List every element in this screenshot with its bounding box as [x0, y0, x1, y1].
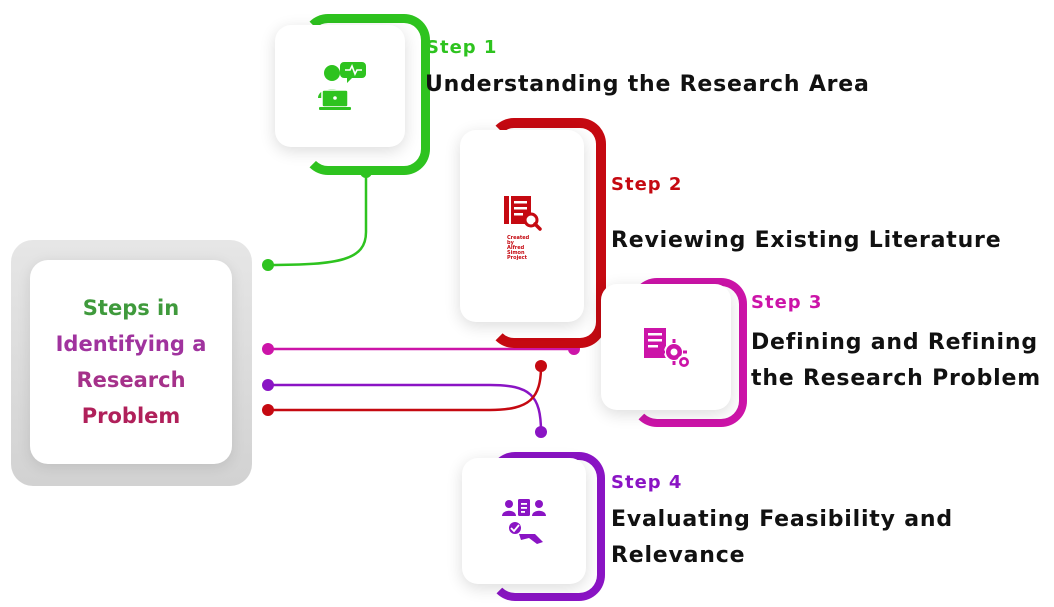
step1-title: Understanding the Research Area — [425, 67, 870, 103]
step3-title-line: Defining and Refining — [751, 330, 1038, 355]
step3-card-frame — [631, 278, 747, 427]
document-search-icon — [504, 195, 542, 231]
connector-step2 — [268, 365, 543, 412]
step3-card — [601, 284, 731, 410]
step1-label: Step 1 — [426, 37, 498, 58]
connector-dot — [262, 259, 274, 271]
connector-dot — [262, 343, 274, 355]
connector-dot — [262, 379, 274, 391]
step3-label: Step 3 — [751, 292, 823, 313]
step1-card — [275, 25, 405, 147]
step4-title-line: Evaluating Feasibility and — [611, 507, 953, 532]
connector-dot — [262, 404, 274, 416]
step3-title-line: the Research Problem — [751, 366, 1041, 391]
icon-credit-line: Alfred — [507, 244, 525, 251]
center-title-line: Identifying a — [55, 332, 207, 356]
icon-credit-line: Created by — [507, 234, 530, 246]
center-title-line: Problem — [81, 404, 181, 428]
center-title-line: Research — [76, 368, 186, 392]
step1-card-frame — [302, 14, 430, 175]
icon-credit-line: Project — [507, 254, 528, 261]
document-gears-icon — [644, 328, 691, 369]
center-hub: Steps in Identifying a Research Problem — [30, 260, 232, 464]
connector-dot — [535, 360, 547, 372]
step2-label: Step 2 — [611, 174, 683, 195]
step1-title-line: Understanding the Research Area — [425, 72, 870, 97]
connector-step4 — [268, 383, 543, 433]
center-title-line: Steps in — [82, 296, 180, 320]
icon-credit-line: Simon — [507, 249, 525, 256]
step2-title: Reviewing Existing Literature — [611, 223, 1001, 259]
person-laptop-icon — [318, 62, 366, 110]
step4-card-frame — [489, 452, 605, 601]
step4-card — [462, 458, 586, 584]
step3-title: Defining and Refining the Research Probl… — [751, 325, 1041, 397]
step2-card: Created by Alfred Simon Project — [460, 130, 584, 322]
step4-title: Evaluating Feasibility and Relevance — [611, 502, 953, 574]
connector-dot — [535, 426, 547, 438]
icon-credit-text: Created by Alfred Simon Project — [507, 234, 537, 261]
step4-title-line: Relevance — [611, 543, 746, 568]
team-handshake-icon — [502, 499, 546, 544]
step2-title-line: Reviewing Existing Literature — [611, 228, 1002, 253]
step2-card-frame — [488, 118, 606, 348]
connector-step1 — [267, 172, 368, 267]
step2-icon-group: Created by Alfred Simon Project — [500, 192, 544, 261]
step4-label: Step 4 — [611, 472, 683, 493]
